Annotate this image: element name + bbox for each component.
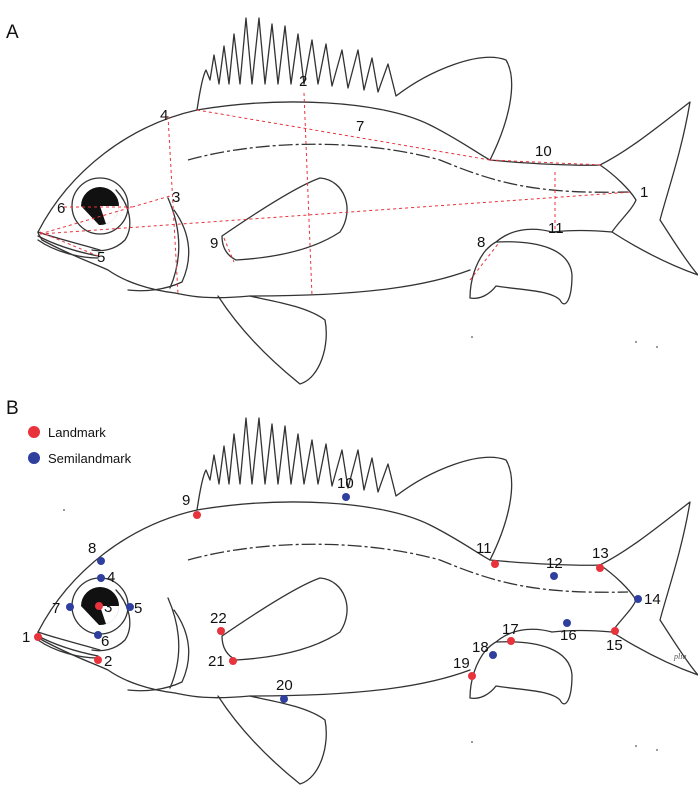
panel-b-label: B: [6, 398, 19, 419]
svg-text:13: 13: [592, 545, 609, 562]
measurement-label-10: 10: [535, 143, 552, 160]
point-12: 12: [546, 555, 563, 580]
legend: Landmark Semilandmark: [28, 425, 132, 466]
svg-text:18: 18: [472, 639, 489, 656]
measurement-label-11: 11: [548, 220, 564, 237]
svg-text:6: 6: [101, 633, 109, 650]
svg-text:14: 14: [644, 591, 661, 608]
legend-semilandmark-label: Semilandmark: [48, 451, 132, 466]
svg-text:7: 7: [52, 600, 60, 617]
fish-outline-a: [38, 18, 698, 384]
point-8: 8: [88, 540, 105, 565]
svg-text:20: 20: [276, 677, 293, 694]
artist-signature: plia: [673, 652, 686, 661]
svg-text:15: 15: [606, 637, 623, 654]
svg-text:3: 3: [104, 599, 112, 616]
svg-text:2: 2: [104, 653, 112, 670]
measurement-label-8: 8: [477, 234, 485, 251]
point-14: 14: [634, 591, 661, 608]
panel-a: A 1 2 3 4 5 6 7 8 9 10 11: [6, 18, 698, 384]
measurement-label-9: 9: [210, 235, 218, 252]
svg-text:19: 19: [453, 655, 470, 672]
svg-text:21: 21: [208, 653, 225, 670]
svg-text:1: 1: [22, 629, 30, 646]
line-7-dorsal-base: [197, 110, 490, 160]
point-20: 20: [276, 677, 293, 703]
legend-semilandmark-swatch: [28, 452, 40, 464]
svg-text:16: 16: [560, 627, 577, 644]
measurement-label-2: 2: [299, 73, 307, 90]
svg-text:12: 12: [546, 555, 563, 572]
point-18: 18: [472, 639, 497, 659]
legend-landmark-label: Landmark: [48, 425, 106, 440]
point-11: 11: [476, 540, 499, 568]
legend-landmark-swatch: [28, 426, 40, 438]
point-7: 7: [52, 600, 74, 617]
point-19: 19: [453, 655, 476, 680]
panel-a-label: A: [6, 22, 19, 43]
line-2-body-depth: [304, 93, 312, 296]
measurement-lines: [40, 93, 632, 296]
panel-b: B Landmark Semilandmark 1 2 3 4 5 6 7 8 …: [6, 398, 698, 784]
svg-text:10: 10: [337, 475, 354, 492]
measurement-label-1: 1: [640, 184, 648, 201]
measurement-label-6: 6: [57, 200, 65, 217]
point-22: 22: [210, 610, 227, 635]
measurement-label-7: 7: [356, 118, 364, 135]
stray-dots-a: [471, 336, 658, 348]
svg-text:11: 11: [476, 540, 492, 557]
svg-text:9: 9: [182, 492, 190, 509]
svg-text:22: 22: [210, 610, 227, 627]
measurement-label-4: 4: [160, 107, 168, 124]
point-21: 21: [208, 653, 237, 670]
measurement-label-5: 5: [97, 249, 105, 266]
point-10: 10: [337, 475, 354, 501]
point-1: 1: [22, 629, 42, 646]
measurement-labels: 1 2 3 4 5 6 7 8 9 10 11: [57, 73, 648, 266]
measurement-label-3: 3: [172, 189, 180, 206]
svg-text:8: 8: [88, 540, 96, 557]
point-16: 16: [560, 619, 577, 644]
point-6: 6: [94, 631, 109, 650]
svg-text:5: 5: [134, 600, 142, 617]
point-13: 13: [592, 545, 609, 572]
svg-text:17: 17: [502, 621, 519, 638]
landmark-points: 1 2 3 4 5 6 7 8 9 10 11 12 13 14 15 16 1…: [22, 475, 661, 703]
svg-text:4: 4: [107, 569, 115, 586]
point-4: 4: [97, 569, 115, 586]
